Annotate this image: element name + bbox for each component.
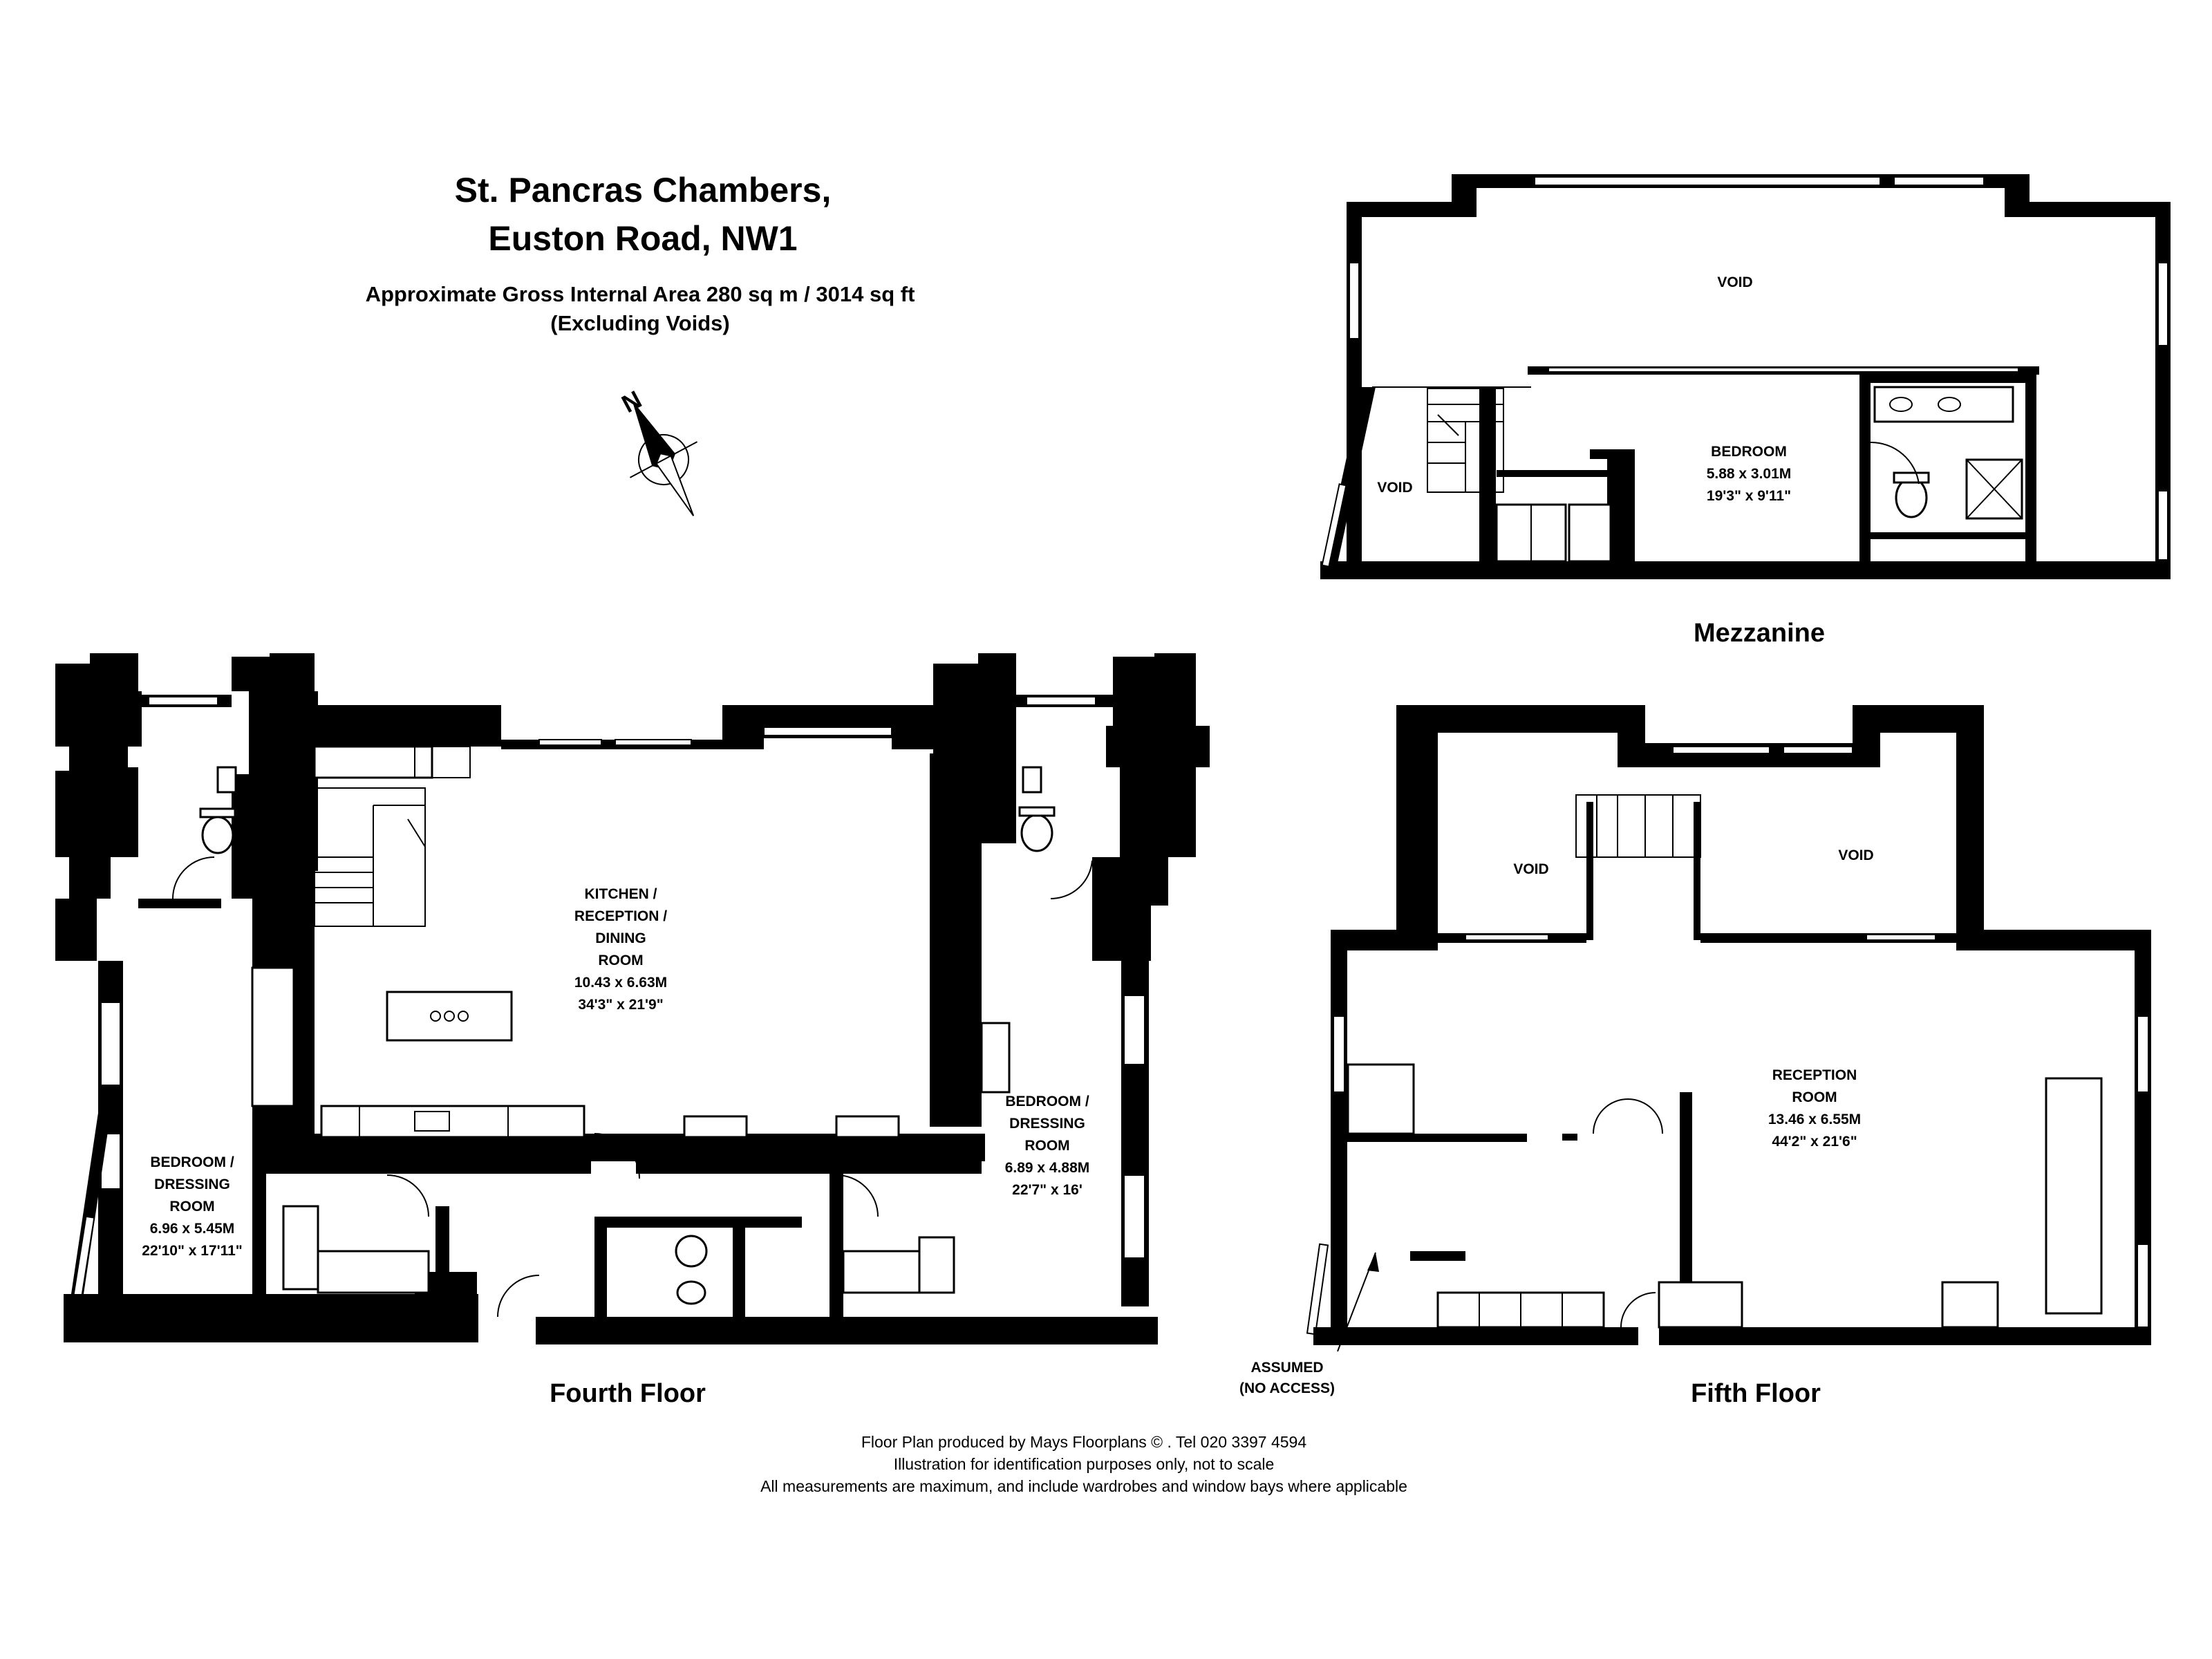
reception-line2: ROOM [1792, 1089, 1837, 1105]
fourth-floor-label: Fourth Floor [550, 1379, 706, 1408]
mezzanine-stair [1427, 388, 1504, 493]
footer-line-1: Floor Plan produced by Mays Floorplans ©… [861, 1433, 1307, 1451]
fifth-floor-plan: VOID VOID RECEPTION ROOM 13.46 x 6.55M 4… [1239, 705, 2151, 1408]
reception-imperial: 44'2" x 21'6" [1772, 1134, 1857, 1150]
bedroom-right-imperial: 22'7" x 16' [1012, 1182, 1082, 1198]
bedroom-left-line3: ROOM [169, 1199, 214, 1215]
plan-header: St. Pancras Chambers, Euston Road, NW1 A… [366, 171, 915, 335]
mezzanine-bedroom-name: BEDROOM [1711, 444, 1787, 460]
bedroom-right-line3: ROOM [1024, 1138, 1069, 1154]
reception-metric: 13.46 x 6.55M [1768, 1112, 1861, 1127]
fifth-floor-label: Fifth Floor [1691, 1379, 1821, 1408]
mezzanine-bedroom-metric: 5.88 x 3.01M [1707, 466, 1792, 482]
mezzanine-void-left-label: VOID [1377, 480, 1412, 496]
bedroom-right-line2: DRESSING [1009, 1116, 1085, 1132]
bedroom-left-line1: BEDROOM / [150, 1154, 234, 1170]
kitchen-label-line4: ROOM [598, 953, 643, 968]
kitchen-reception-dining-label: KITCHEN / RECEPTION / DINING ROOM 10.43 … [574, 886, 667, 1013]
bedroom-right-metric: 6.89 x 4.88M [1005, 1160, 1090, 1176]
fifth-floor-stair [1575, 794, 1701, 858]
mezzanine-plan: VOID VOID BEDROOM 5.88 x 3.01M 19'3" x 9… [1320, 174, 2171, 648]
fifth-void-left-label: VOID [1513, 861, 1548, 877]
bedroom-left-imperial: 22'10" x 17'11" [142, 1243, 243, 1259]
fourth-floor-stair [314, 787, 426, 927]
kitchen-label-line2: RECEPTION / [574, 908, 667, 924]
mezzanine-void-top-label: VOID [1717, 274, 1752, 290]
mezzanine-floor-label: Mezzanine [1694, 619, 1825, 648]
mezzanine-bedroom-imperial: 19'3" x 9'11" [1707, 488, 1791, 504]
bedroom-right-line1: BEDROOM / [1005, 1094, 1089, 1109]
gross-area: Approximate Gross Internal Area 280 sq m… [366, 282, 915, 306]
plan-footer: Floor Plan produced by Mays Floorplans ©… [760, 1433, 1407, 1495]
bedroom-left-line2: DRESSING [154, 1177, 230, 1192]
footer-line-2: Illustration for identification purposes… [894, 1455, 1275, 1473]
assumed-label-line1: ASSUMED [1250, 1360, 1323, 1376]
kitchen-label-line3: DINING [595, 930, 646, 946]
fourth-floor-plan: KITCHEN / RECEPTION / DINING ROOM 10.43 … [55, 653, 1210, 1408]
gross-area-note: (Excluding Voids) [550, 311, 730, 335]
kitchen-island [386, 991, 513, 1042]
reception-line1: RECEPTION [1772, 1067, 1857, 1083]
kitchen-label-line1: KITCHEN / [585, 886, 657, 902]
title-line-2: Euston Road, NW1 [488, 219, 797, 258]
title-line-1: St. Pancras Chambers, [455, 171, 832, 209]
north-arrow-icon [629, 403, 698, 516]
bedroom-left-label: BEDROOM / DRESSING ROOM 6.96 x 5.45M 22'… [142, 1154, 243, 1259]
reception-room-label: RECEPTION ROOM 13.46 x 6.55M 44'2" x 21'… [1768, 1067, 1861, 1150]
fifth-void-right-label: VOID [1838, 847, 1873, 863]
assumed-label-line2: (NO ACCESS) [1239, 1380, 1335, 1396]
bedroom-right-label: BEDROOM / DRESSING ROOM 6.89 x 4.88M 22'… [1005, 1094, 1090, 1198]
footer-line-3: All measurements are maximum, and includ… [760, 1477, 1407, 1495]
kitchen-metric: 10.43 x 6.63M [574, 975, 667, 991]
bedroom-left-metric: 6.96 x 5.45M [150, 1221, 235, 1237]
kitchen-imperial: 34'3" x 21'9" [578, 997, 663, 1013]
